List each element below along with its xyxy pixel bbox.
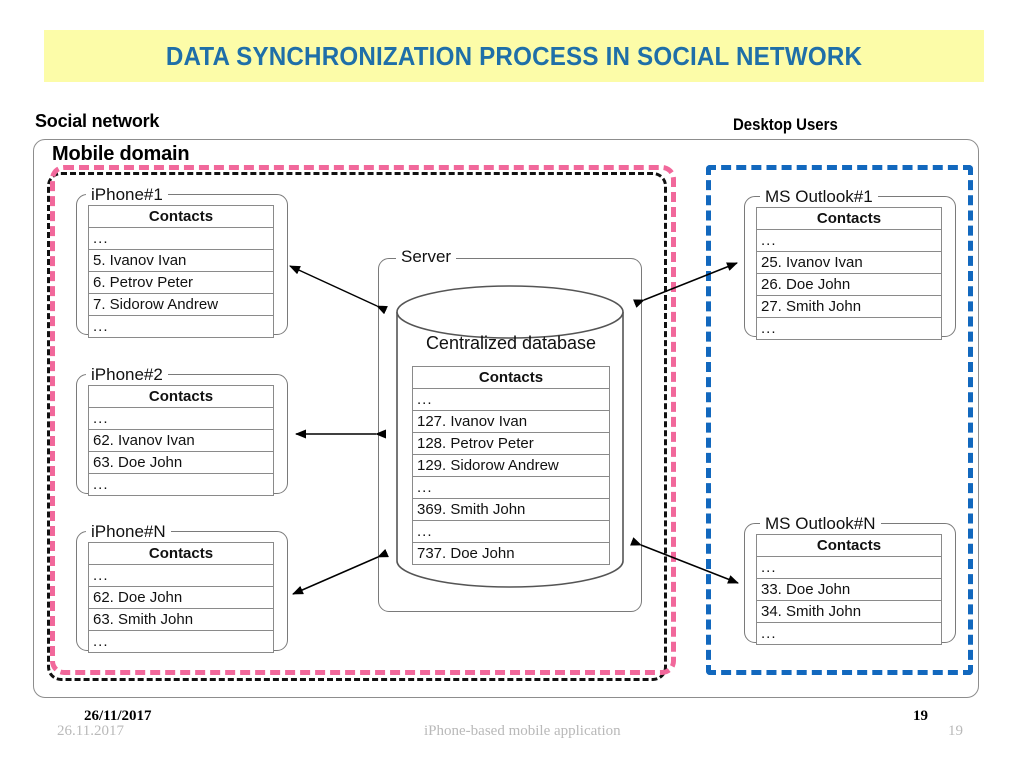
database-label: Centralized database bbox=[425, 333, 597, 353]
contacts-table-outlook-n: Contacts ... 33. Doe John 34. Smith John… bbox=[756, 534, 942, 645]
table-row: 25. Ivanov Ivan bbox=[756, 251, 942, 274]
table-row: 63. Doe John bbox=[88, 451, 274, 474]
contacts-table-iphone-n: Contacts ... 62. Doe John 63. Smith John… bbox=[88, 542, 274, 653]
contact-cell: 737. Doe John bbox=[412, 542, 610, 565]
table-row: 6. Petrov Peter bbox=[88, 271, 274, 294]
table-row: 34. Smith John bbox=[756, 600, 942, 623]
table-row: ... bbox=[756, 622, 942, 645]
table-row: 7. Sidorow Andrew bbox=[88, 293, 274, 316]
contact-cell: 62. Doe John bbox=[88, 586, 274, 609]
arrow-iphone1-server bbox=[289, 265, 388, 315]
table-row: Contacts bbox=[756, 534, 942, 557]
contact-cell: ... bbox=[756, 317, 942, 340]
contact-cell: ... bbox=[412, 520, 610, 543]
contact-cell: 26. Doe John bbox=[756, 273, 942, 296]
slide-title-banner: DATA SYNCHRONIZATION PROCESS IN SOCIAL N… bbox=[44, 30, 984, 82]
page-title: DATA SYNCHRONIZATION PROCESS IN SOCIAL N… bbox=[165, 40, 863, 71]
table-row: Contacts bbox=[756, 207, 942, 230]
table-row: ... bbox=[88, 564, 274, 587]
table-row: Contacts bbox=[88, 385, 274, 408]
table-row: ... bbox=[88, 473, 274, 496]
client-legend-iphone-n: iPhone#N bbox=[86, 523, 171, 540]
contacts-header: Contacts bbox=[756, 534, 942, 557]
contact-cell: ... bbox=[88, 315, 274, 338]
footer-date: 26/11/2017 bbox=[84, 708, 152, 724]
client-legend-iphone-1: iPhone#1 bbox=[86, 186, 168, 203]
table-row: ... bbox=[412, 520, 610, 543]
contacts-header: Contacts bbox=[88, 205, 274, 228]
contact-cell: 25. Ivanov Ivan bbox=[756, 251, 942, 274]
footer-page-gray: 19 bbox=[948, 723, 963, 739]
contact-cell: 7. Sidorow Andrew bbox=[88, 293, 274, 316]
client-legend-outlook-1: MS Outlook#1 bbox=[760, 188, 878, 205]
desktop-users-label: Desktop Users bbox=[733, 115, 838, 134]
footer-page-number: 19 bbox=[913, 708, 928, 724]
contact-cell: 62. Ivanov Ivan bbox=[88, 429, 274, 452]
contacts-table-outlook-1: Contacts ... 25. Ivanov Ivan 26. Doe Joh… bbox=[756, 207, 942, 340]
contact-cell: 63. Doe John bbox=[88, 451, 274, 474]
contact-cell: 5. Ivanov Ivan bbox=[88, 249, 274, 272]
client-legend-outlook-n: MS Outlook#N bbox=[760, 515, 881, 532]
social-network-container bbox=[33, 139, 979, 698]
contact-cell: 34. Smith John bbox=[756, 600, 942, 623]
contacts-table-iphone-1: Contacts ... 5. Ivanov Ivan 6. Petrov Pe… bbox=[88, 205, 274, 338]
footer-date-gray: 26.11.2017 bbox=[57, 723, 124, 739]
contact-cell: 6. Petrov Peter bbox=[88, 271, 274, 294]
mobile-domain-label: Mobile domain bbox=[52, 143, 190, 165]
arrow-server-outlookn bbox=[630, 537, 739, 584]
contact-cell: 33. Doe John bbox=[756, 578, 942, 601]
table-row: 737. Doe John bbox=[412, 542, 610, 565]
arrow-iphonen-server bbox=[292, 548, 389, 595]
table-row: ... bbox=[756, 317, 942, 340]
contact-cell: ... bbox=[88, 630, 274, 653]
contact-cell: ... bbox=[88, 564, 274, 587]
contact-cell: 128. Petrov Peter bbox=[412, 432, 610, 455]
social-network-label: Social network bbox=[35, 111, 160, 131]
table-row: ... bbox=[88, 630, 274, 653]
table-row: 33. Doe John bbox=[756, 578, 942, 601]
table-row: Contacts bbox=[88, 205, 274, 228]
contacts-header: Contacts bbox=[88, 385, 274, 408]
contact-cell: ... bbox=[88, 473, 274, 496]
client-legend-iphone-2: iPhone#2 bbox=[86, 366, 168, 383]
table-row: 26. Doe John bbox=[756, 273, 942, 296]
contacts-table-iphone-2: Contacts ... 62. Ivanov Ivan 63. Doe Joh… bbox=[88, 385, 274, 496]
table-row: 5. Ivanov Ivan bbox=[88, 249, 274, 272]
table-row: 62. Ivanov Ivan bbox=[88, 429, 274, 452]
contacts-table-server: Contacts ... 127. Ivanov Ivan 128. Petro… bbox=[412, 366, 610, 565]
server-legend: Server bbox=[396, 248, 457, 265]
database-cylinder-icon bbox=[396, 284, 624, 589]
table-row: 62. Doe John bbox=[88, 586, 274, 609]
table-row: 128. Petrov Peter bbox=[412, 432, 610, 455]
footer-center-text: iPhone-based mobile application bbox=[424, 723, 621, 739]
table-row: ... bbox=[88, 315, 274, 338]
contact-cell: ... bbox=[756, 622, 942, 645]
arrow-server-outlook1 bbox=[633, 262, 738, 308]
contacts-header: Contacts bbox=[756, 207, 942, 230]
